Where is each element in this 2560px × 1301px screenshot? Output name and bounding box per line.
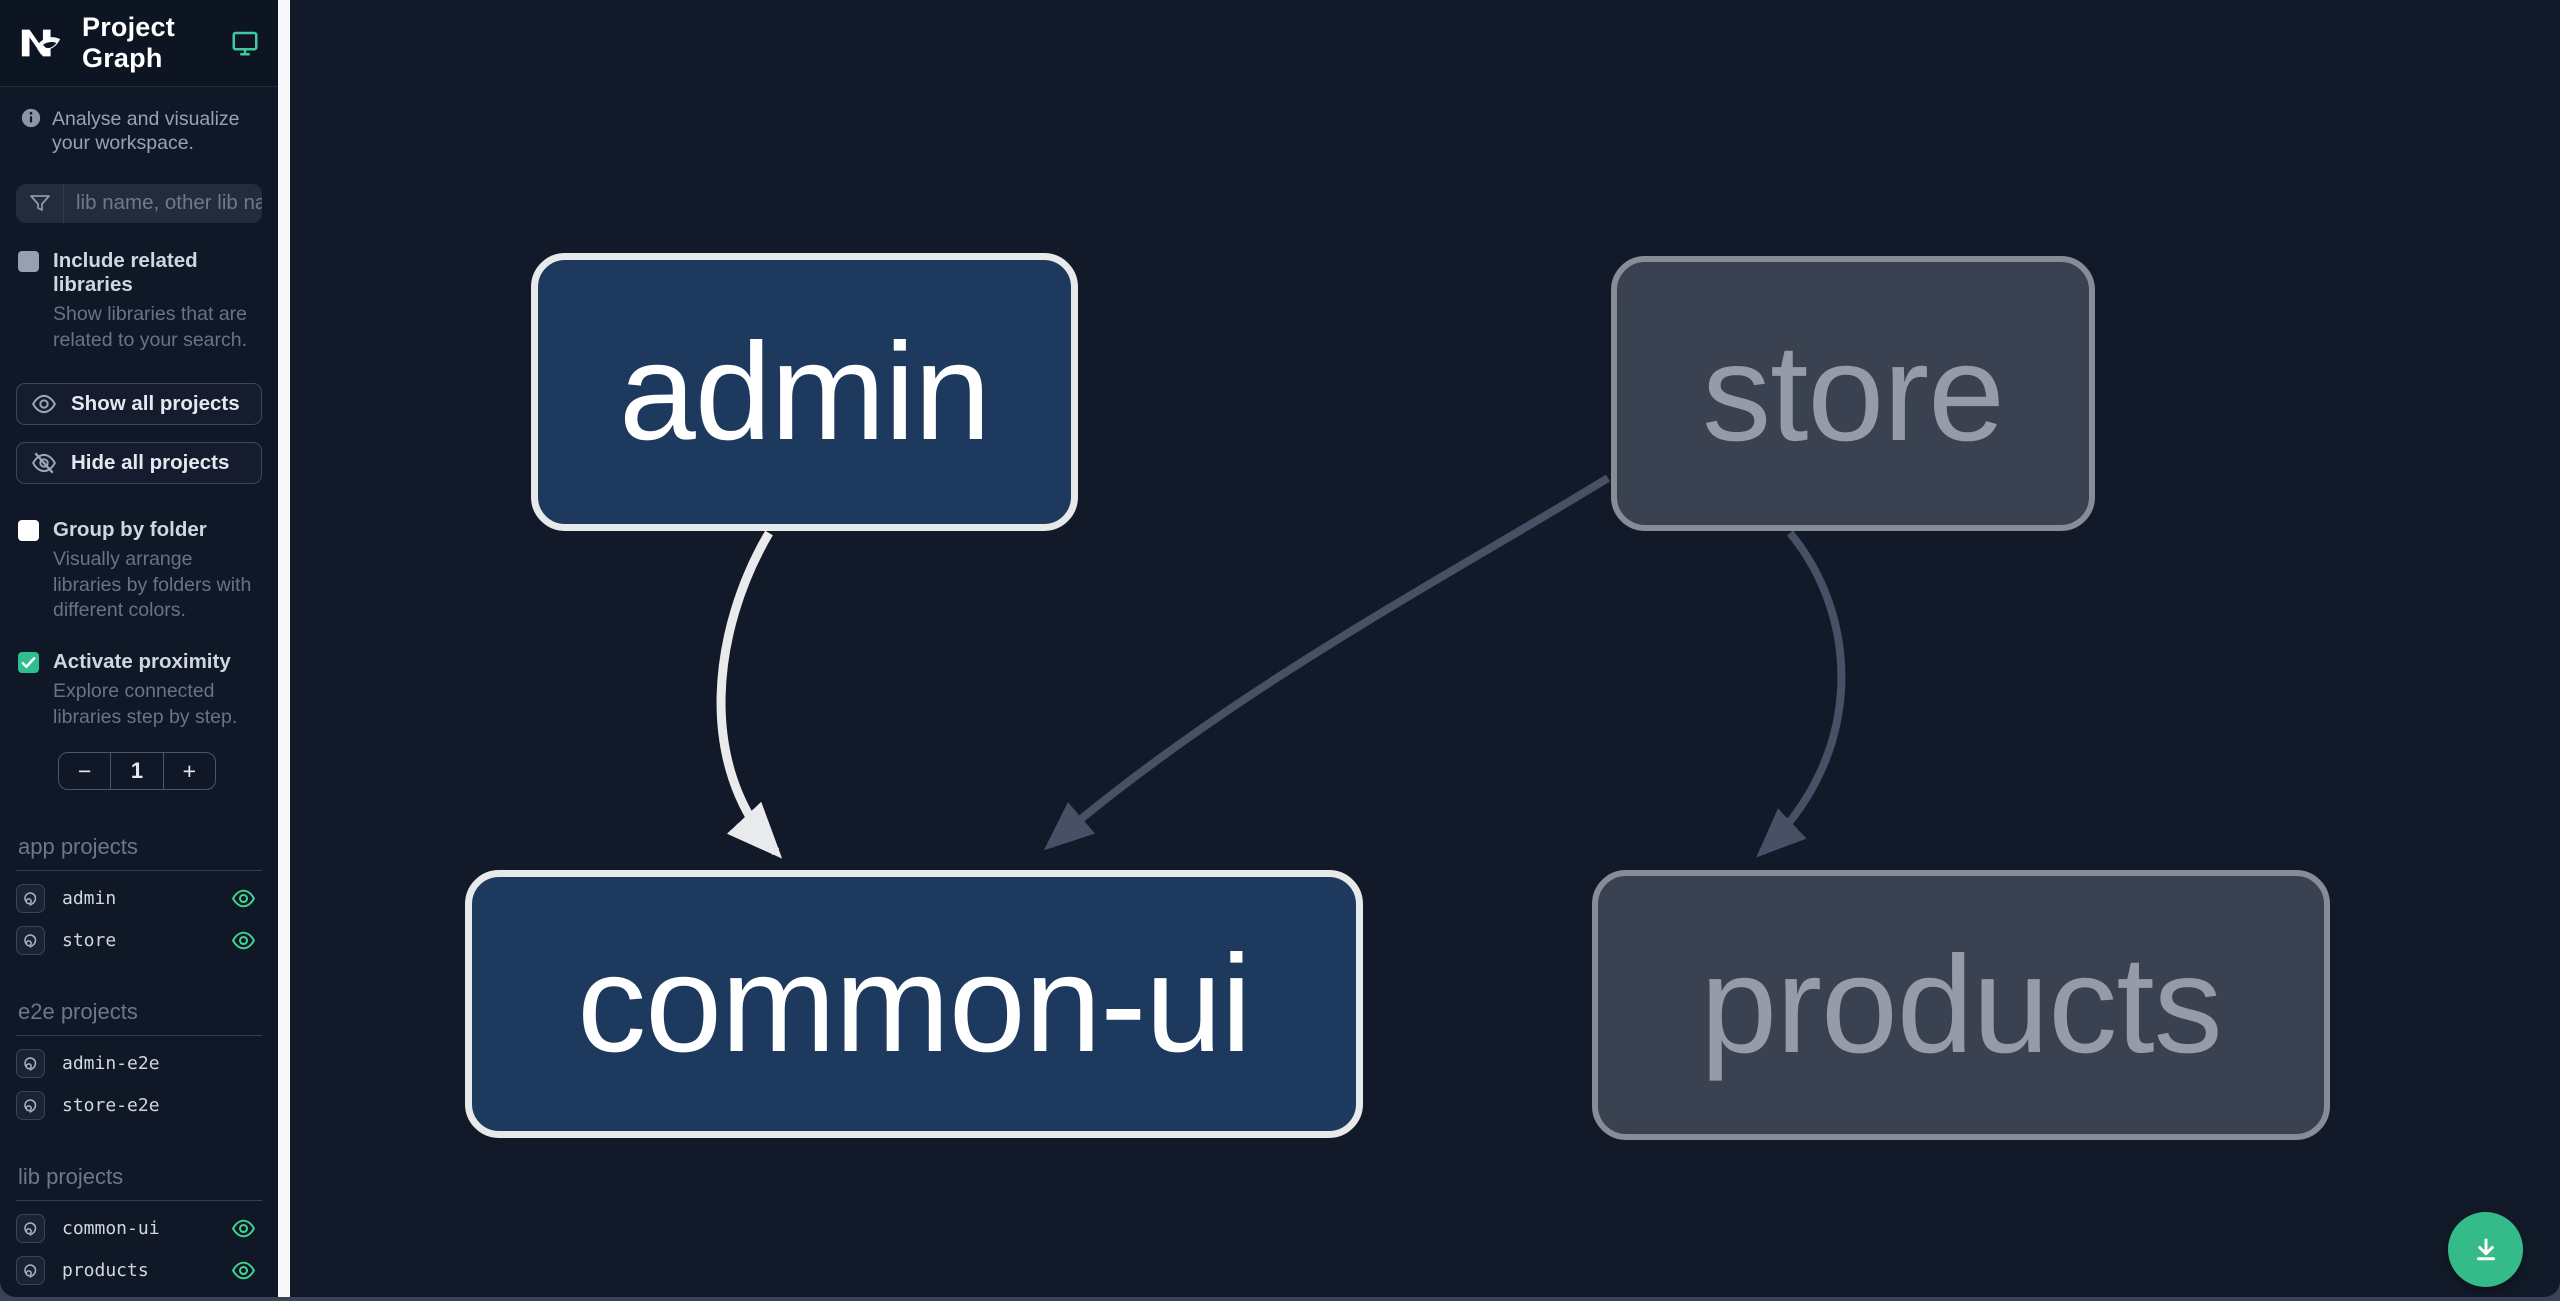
sidebar-resize-handle[interactable] [278,0,290,1297]
section-title: e2e projects [16,999,262,1037]
section-e2e-projects: e2e projects admin-e2e st [16,999,262,1121]
project-row-store-e2e: store-e2e [16,1091,262,1121]
eye-off-icon [32,452,56,474]
edge-store-to-products[interactable] [1756,530,1846,858]
monitor-icon[interactable] [230,28,260,58]
proximity-stepper: − 1 + [58,752,216,791]
activate-proximity-description: Explore connected libraries step by step… [53,679,238,728]
filter-searchbox [16,183,262,223]
include-related-row: Include related libraries Show libraries… [16,249,262,354]
section-title: lib projects [16,1164,262,1202]
graph-node-common-ui[interactable]: common-ui [465,870,1363,1138]
graph-canvas[interactable]: admin store common-ui products [290,0,2560,1297]
section-app-projects: app projects admin [16,834,262,956]
proximity-increment-button[interactable]: + [162,753,215,790]
nx-logo-icon [21,29,61,57]
proximity-decrement-button[interactable]: − [77,757,92,784]
focus-project-icon[interactable] [16,1214,45,1244]
focus-project-icon[interactable] [16,1091,45,1121]
project-row-admin: admin [16,884,262,914]
activate-proximity-label: Activate proximity [53,650,231,674]
download-icon [2476,1238,2495,1260]
include-related-description: Show libraries that are related to your … [53,302,248,351]
graph-node-admin[interactable]: admin [531,253,1078,531]
funnel-icon [16,183,64,223]
check-icon [21,657,36,669]
project-name[interactable]: admin [62,888,117,910]
group-by-folder-checkbox[interactable] [18,520,39,542]
page-title: Project Graph [82,12,175,73]
edge-store-to-common-ui[interactable] [1043,474,1611,851]
group-by-folder-row: Group by folder Visually arrange librari… [16,518,262,624]
section-title: app projects [16,834,262,872]
graph-edges [716,474,1846,859]
project-name[interactable]: common-ui [62,1218,160,1240]
focus-project-icon[interactable] [16,1256,45,1286]
include-related-label: Include related libraries [53,248,198,297]
activate-proximity-row: Activate proximity Explore connected lib… [16,650,262,730]
project-name[interactable]: products [62,1260,149,1282]
graph-node-products[interactable]: products [1592,870,2330,1140]
download-image-button[interactable] [2448,1212,2523,1287]
hide-all-projects-label: Hide all projects [71,451,230,475]
visibility-eye-icon[interactable] [231,886,256,911]
project-name[interactable]: admin-e2e [62,1053,160,1075]
sidebar: Project Graph Analyse and visualize your… [0,0,278,1297]
proximity-value: 1 [110,753,162,790]
group-by-folder-description: Visually arrange libraries by folders wi… [53,548,252,622]
project-name[interactable]: store [62,930,117,952]
project-row-products: products [16,1256,262,1286]
project-row-admin-e2e: admin-e2e [16,1049,262,1079]
activate-proximity-checkbox[interactable] [18,652,39,674]
titlebar: Project Graph [0,0,278,87]
hide-all-projects-button[interactable]: Hide all projects [16,442,262,485]
visibility-eye-icon[interactable] [231,1258,256,1283]
graph-node-store[interactable]: store [1611,256,2095,531]
focus-project-icon[interactable] [16,926,45,956]
project-row-store: store [16,926,262,956]
group-by-folder-label: Group by folder [53,518,207,542]
workspace-tagline: Analyse and visualize your workspace. [52,108,240,155]
focus-project-icon[interactable] [16,1049,45,1079]
visibility-eye-icon[interactable] [231,928,256,953]
eye-icon [32,395,56,414]
edge-admin-to-common-ui[interactable] [716,530,783,859]
show-all-projects-label: Show all projects [71,392,240,416]
show-all-projects-button[interactable]: Show all projects [16,383,262,426]
include-related-checkbox[interactable] [18,250,39,272]
visibility-eye-icon[interactable] [231,1216,256,1241]
search-input[interactable] [64,183,262,223]
section-lib-projects: lib projects common-ui [16,1164,262,1286]
sidebar-content: Analyse and visualize your workspace. In… [0,87,278,1297]
info-icon [21,108,41,128]
project-name[interactable]: store-e2e [62,1095,160,1117]
project-row-common-ui: common-ui [16,1214,262,1244]
focus-project-icon[interactable] [16,884,45,914]
